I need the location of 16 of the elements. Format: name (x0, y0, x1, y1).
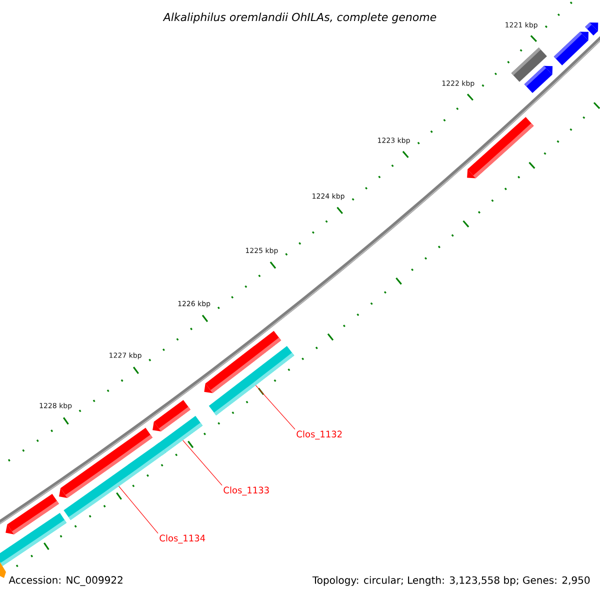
title: Alkaliphilus oremlandii OhILAs, complete genome (162, 12, 436, 24)
gene-label: Clos_1134 (160, 534, 206, 544)
leader-line (118, 486, 158, 534)
gene-block (524, 66, 553, 94)
gene-bar (64, 442, 166, 520)
gene-block (554, 32, 588, 66)
accession-text: Accession: NC_009922 (8, 576, 122, 586)
leader-line (182, 440, 222, 486)
gene-label: Clos_1133 (224, 486, 269, 496)
gene-bar (208, 346, 294, 416)
gene-block (585, 22, 598, 36)
gene-bar (0, 512, 67, 566)
gene-label: Clos_1132 (296, 430, 342, 440)
gene-block (467, 116, 534, 178)
genome-info-text: Topology: circular; Length: 3,123,558 bp; Genes: 2,950 (312, 576, 590, 586)
leader-line (255, 385, 296, 430)
